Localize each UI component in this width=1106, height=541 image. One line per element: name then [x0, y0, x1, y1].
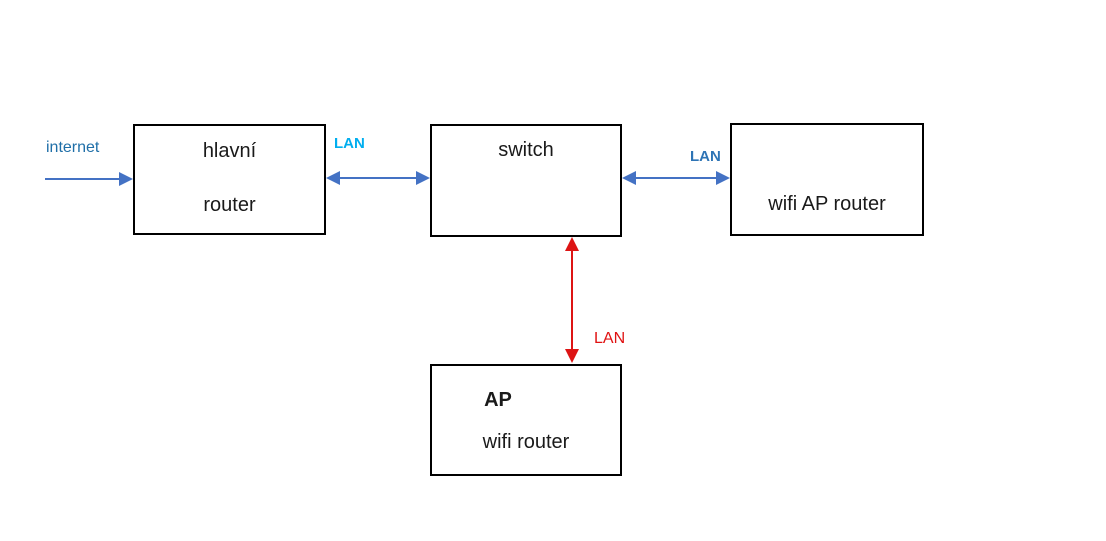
- arrowhead-right-icon: [416, 171, 430, 185]
- arrowhead-right-icon: [119, 172, 133, 186]
- node-ap-wifi-router: AP wifi router: [430, 364, 622, 476]
- arrow-internet-to-main-router: [45, 172, 133, 186]
- arrow-switch-wifi-ap-router: [622, 171, 730, 185]
- node-main-router: hlavní router: [133, 124, 326, 235]
- arrowhead-left-icon: [326, 171, 340, 185]
- arrowhead-right-icon: [716, 171, 730, 185]
- arrow-switch-ap-wifi-router: [565, 237, 579, 363]
- node-label: wifi AP router: [768, 193, 886, 215]
- node-label: wifi router: [482, 431, 570, 453]
- arrowhead-left-icon: [622, 171, 636, 185]
- node-wifi-ap-router: wifi AP router: [730, 123, 924, 236]
- arrow-main-router-switch: [326, 171, 430, 185]
- lan-edge-label-switch-ap-wifi: LAN: [594, 330, 626, 347]
- lan-edge-label-main-router-switch: LAN: [334, 135, 365, 152]
- node-label: router: [203, 194, 256, 216]
- node-label: hlavní: [202, 140, 257, 162]
- node-label: switch: [498, 139, 554, 161]
- lan-edge-label-switch-wifi-ap: LAN: [690, 148, 721, 165]
- arrowhead-down-icon: [565, 349, 579, 363]
- internet-edge-label: internet: [46, 139, 100, 156]
- arrowhead-up-icon: [565, 237, 579, 251]
- node-switch: switch: [430, 124, 622, 237]
- node-label: AP: [484, 389, 512, 411]
